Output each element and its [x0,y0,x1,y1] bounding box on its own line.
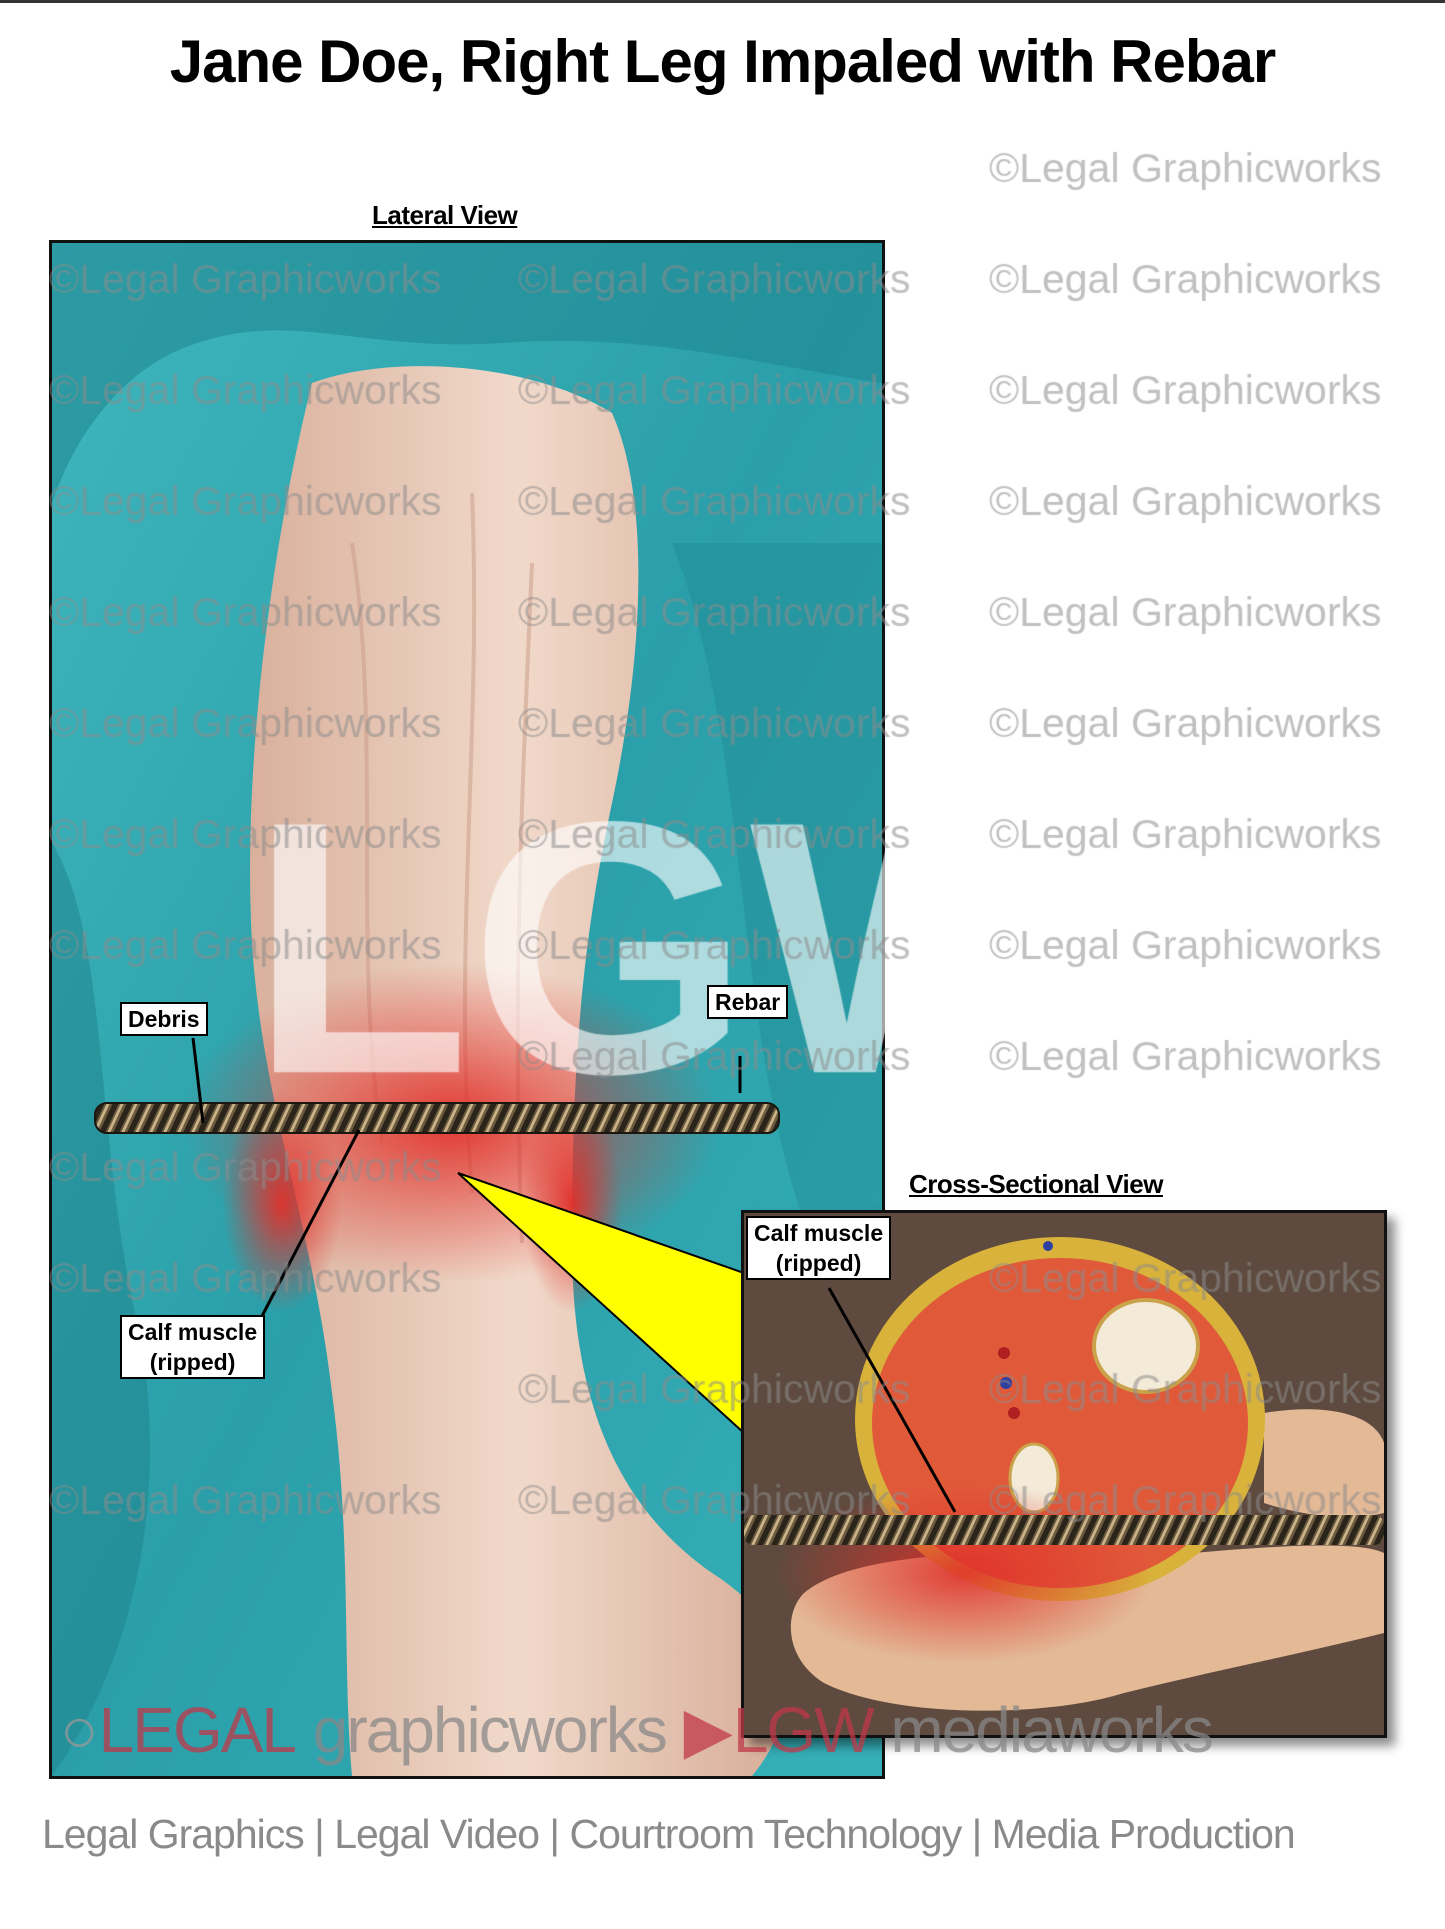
cross-section-illustration [741,1210,1387,1738]
play-icon: ▶ [683,1694,733,1766]
magnifier-icon: ○ [60,1694,99,1766]
logo-legal: LEGAL [98,1694,297,1766]
logo-graphicworks: graphicworks [312,1694,668,1766]
cross-section-view-label: Cross-Sectional View [909,1169,1163,1199]
debris-label: Debris [120,1002,208,1036]
lateral-view-label: Lateral View [372,200,518,230]
footer-logos: ○LEGAL graphicworks ▶LGW mediaworks [60,1693,1214,1768]
calf-muscle-label-cross: Calf muscle (ripped) [746,1216,892,1280]
calf-muscle-label-line1: Calf muscle [754,1220,884,1246]
rebar-label: Rebar [707,985,789,1019]
page-title: Jane Doe, Right Leg Impaled with Rebar [169,28,1277,95]
logo-mediaworks: mediaworks [890,1694,1213,1766]
footer-tagline: Legal Graphics | Legal Video | Courtroom… [42,1811,1296,1857]
calf-muscle-label-lateral: Calf muscle (ripped) [120,1315,266,1379]
logo-lgw: LGW [732,1694,875,1766]
calf-muscle-label-line2: (ripped) [149,1349,236,1375]
calf-muscle-label-line1: Calf muscle [128,1319,258,1345]
calf-muscle-label-line2: (ripped) [775,1250,862,1276]
